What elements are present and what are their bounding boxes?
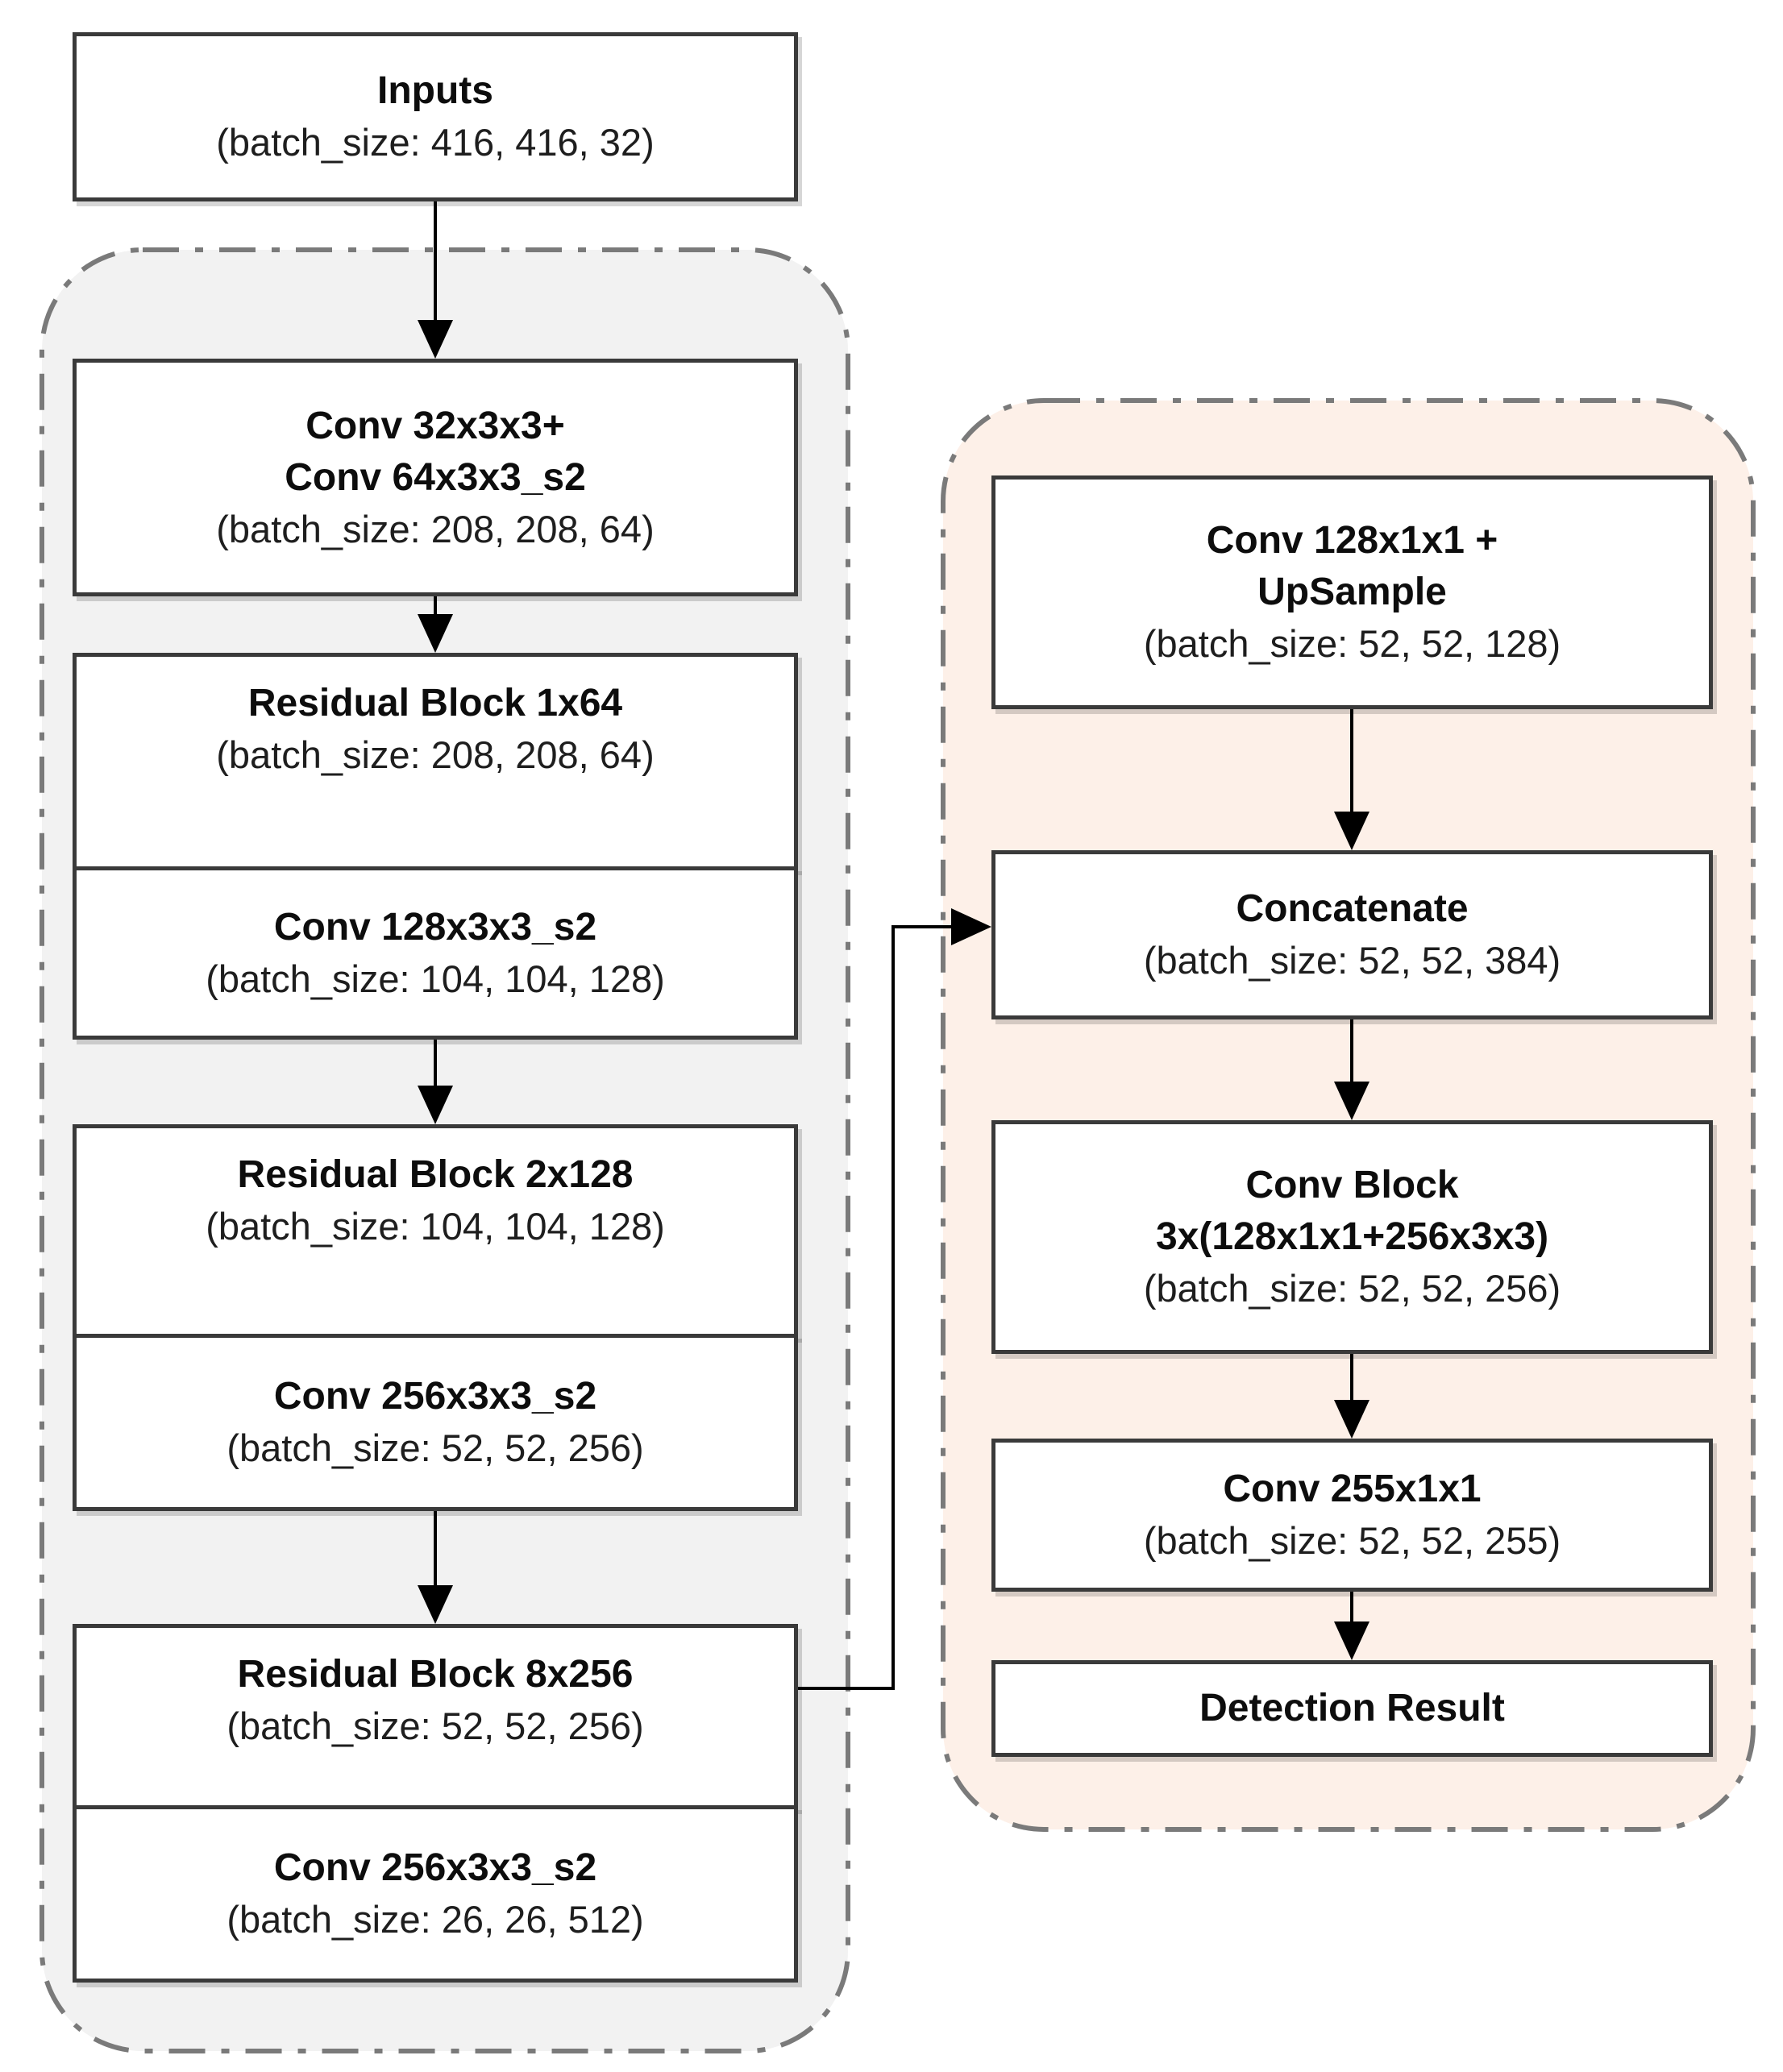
node-conv-255x1x1: Conv 255x1x1 (batch_size: 52, 52, 255) <box>991 1439 1713 1592</box>
node-shape: (batch_size: 104, 104, 128) <box>206 1205 665 1248</box>
node-title-2: UpSample <box>1257 571 1447 613</box>
arrow-conv1-to-res1 <box>418 596 453 653</box>
node-shape: (batch_size: 104, 104, 128) <box>206 957 665 1000</box>
node-shape: (batch_size: 52, 52, 128) <box>1143 622 1561 665</box>
node-shape: (batch_size: 52, 52, 256) <box>227 1705 644 1747</box>
node-title: Conv 256x3x3_s2 <box>273 1375 597 1418</box>
node-conv-128x3x3-s2: Conv 128x3x3_s2 (batch_size: 104, 104, 1… <box>73 866 798 1040</box>
node-detection-result: Detection Result <box>991 1660 1713 1757</box>
node-conv-block: Conv Block 3x(128x1x1+256x3x3) (batch_si… <box>991 1120 1713 1354</box>
node-concatenate: Concatenate (batch_size: 52, 52, 384) <box>991 850 1713 1019</box>
node-conv-32x3x3: Conv 32x3x3+ Conv 64x3x3_s2 (batch_size:… <box>73 359 798 596</box>
node-shape: (batch_size: 52, 52, 256) <box>227 1426 644 1469</box>
node-title: Concatenate <box>1236 887 1469 930</box>
node-title: Residual Block 1x64 <box>247 682 623 725</box>
arrow-conv2-to-res2 <box>418 1040 453 1124</box>
node-title: Conv Block <box>1245 1164 1459 1206</box>
node-title: Conv 128x3x3_s2 <box>273 905 597 949</box>
node-shape: (batch_size: 208, 208, 64) <box>216 507 655 550</box>
node-title: Conv 32x3x3+ <box>305 404 565 447</box>
node-conv-256x3x3-s2: Conv 256x3x3_s2 (batch_size: 52, 52, 256… <box>73 1334 798 1511</box>
node-residual-block-1x64: Residual Block 1x64 (batch_size: 208, 20… <box>73 653 798 870</box>
node-title: Inputs <box>377 69 493 112</box>
arrow-convout-to-detection <box>1334 1592 1369 1660</box>
arrow-conv3-to-res3 <box>418 1511 453 1624</box>
node-title-2: Conv 64x3x3_s2 <box>285 455 586 499</box>
node-title: Detection Result <box>1199 1687 1505 1729</box>
node-residual-block-8x256: Residual Block 8x256 (batch_size: 52, 52… <box>73 1624 798 1809</box>
node-conv-128x1x1-upsample: Conv 128x1x1 + UpSample (batch_size: 52,… <box>991 475 1713 709</box>
node-shape: (batch_size: 52, 52, 255) <box>1143 1519 1561 1562</box>
node-title: Residual Block 8x256 <box>237 1653 634 1696</box>
node-shape: (batch_size: 208, 208, 64) <box>216 733 655 776</box>
skip-connection-arrowhead-icon <box>951 908 991 945</box>
node-inputs: Inputs (batch_size: 416, 416, 32) <box>73 32 798 201</box>
node-title: Conv 255x1x1 <box>1223 1468 1482 1510</box>
node-shape: (batch_size: 52, 52, 384) <box>1143 939 1561 982</box>
node-shape: (batch_size: 52, 52, 256) <box>1143 1267 1561 1310</box>
node-shape: (batch_size: 416, 416, 32) <box>216 121 655 164</box>
node-title-2: 3x(128x1x1+256x3x3) <box>1155 1215 1549 1258</box>
node-title: Conv 256x3x3_s2 <box>273 1846 597 1889</box>
arrow-convblock-to-convout <box>1334 1354 1369 1439</box>
arrow-concat-to-convblock <box>1334 1019 1369 1120</box>
node-residual-block-2x128: Residual Block 2x128 (batch_size: 104, 1… <box>73 1124 798 1338</box>
node-conv-256x3x3-s2-2: Conv 256x3x3_s2 (batch_size: 26, 26, 512… <box>73 1805 798 1983</box>
arrow-inputs-to-conv1 <box>418 201 453 359</box>
arrow-upsample-to-concat <box>1334 709 1369 850</box>
node-title: Conv 128x1x1 + <box>1206 519 1498 562</box>
node-title: Residual Block 2x128 <box>237 1153 634 1196</box>
skip-connection-line <box>798 925 955 1690</box>
node-shape: (batch_size: 26, 26, 512) <box>227 1898 644 1941</box>
